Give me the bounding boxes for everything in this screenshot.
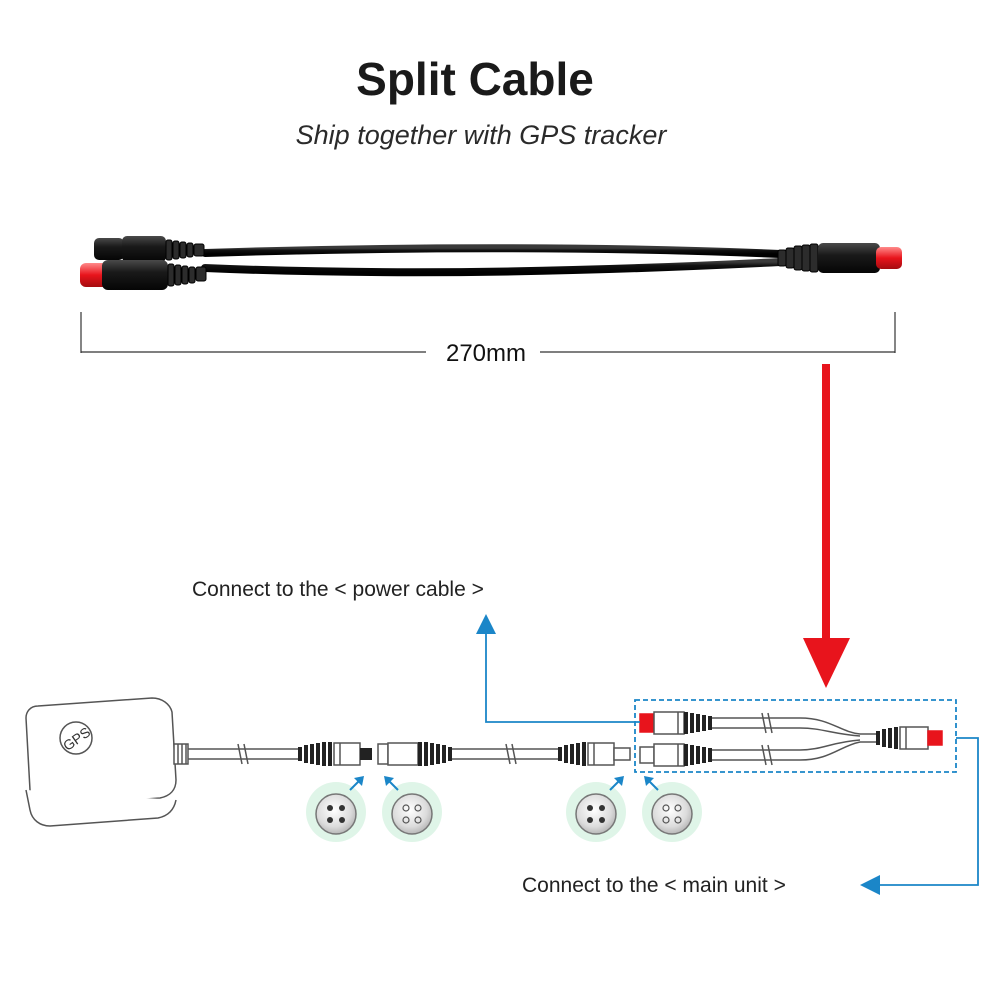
gps-cable-plug <box>298 742 372 766</box>
socket-face-male-2 <box>566 776 626 842</box>
power-cable-label: Connect to the < power cable > <box>192 578 484 601</box>
red-down-arrow <box>803 364 850 688</box>
socket-face-male-1 <box>306 776 366 842</box>
main-unit-callout <box>860 737 979 895</box>
connector-red-left <box>80 260 207 290</box>
gps-module <box>25 697 189 827</box>
page-subtitle: Ship together with GPS tracker <box>295 120 667 150</box>
power-callout <box>476 614 640 723</box>
page-title: Split Cable <box>356 53 594 105</box>
split-cable-highlight-box <box>634 699 957 773</box>
wiring-diagram: GPS <box>25 614 979 895</box>
dimension-label: 270mm <box>446 340 526 367</box>
connector-red-right <box>777 243 902 273</box>
connector-black-female <box>94 236 205 262</box>
cable-lower <box>201 258 784 277</box>
socket-face-female-2 <box>642 776 702 842</box>
split-cable-photo: 270mm <box>80 236 902 367</box>
cable-upper <box>201 244 784 258</box>
dimension-line <box>80 312 896 353</box>
gps-cable <box>188 743 300 765</box>
socket-face-female-1 <box>382 776 442 842</box>
split-cable-drawing <box>639 711 943 767</box>
extension-cable <box>377 742 631 766</box>
main-unit-label: Connect to the < main unit > <box>522 874 786 897</box>
